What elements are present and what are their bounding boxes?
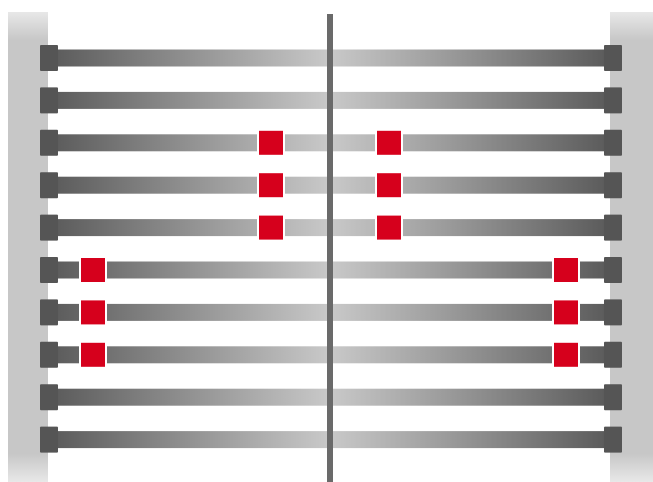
slat-bracket-left: [40, 172, 58, 198]
support-marker: [376, 172, 402, 198]
slat-left-half: [50, 177, 330, 194]
slat-right-half: [330, 92, 610, 109]
support-marker: [80, 299, 106, 325]
slat-bracket-right: [604, 87, 622, 113]
support-marker: [376, 130, 402, 156]
slat-right-half: [330, 219, 610, 236]
slat-bracket-left: [40, 384, 58, 410]
slat-left-half: [50, 431, 330, 448]
slat-bracket-right: [604, 427, 622, 453]
slat-bracket-left: [40, 299, 58, 325]
slat-bracket-right: [604, 215, 622, 241]
slat-bracket-left: [40, 45, 58, 71]
right-side-frame: [610, 12, 653, 482]
support-marker: [553, 257, 579, 283]
slat-right-half: [330, 177, 610, 194]
slat-bracket-right: [604, 342, 622, 368]
support-marker: [258, 172, 284, 198]
slat-bracket-left: [40, 215, 58, 241]
slat-bracket-right: [604, 172, 622, 198]
support-marker: [80, 257, 106, 283]
slat-bracket-right: [604, 45, 622, 71]
slat-right-half: [330, 431, 610, 448]
slat-bracket-right: [604, 299, 622, 325]
support-marker: [80, 342, 106, 368]
slat-bracket-left: [40, 87, 58, 113]
slat-bracket-left: [40, 342, 58, 368]
support-marker: [553, 299, 579, 325]
slat-bracket-left: [40, 130, 58, 156]
slat-bracket-right: [604, 130, 622, 156]
support-marker: [258, 130, 284, 156]
center-divider: [327, 14, 333, 482]
slat-bracket-left: [40, 427, 58, 453]
slat-bracket-right: [604, 257, 622, 283]
slat-left-half: [50, 92, 330, 109]
slat-left-half: [50, 50, 330, 67]
support-marker: [376, 215, 402, 241]
slat-bracket-right: [604, 384, 622, 410]
left-side-frame: [8, 12, 48, 482]
slat-right-half: [330, 134, 610, 151]
slat-right-half: [330, 389, 610, 406]
slat-right-half: [330, 50, 610, 67]
slat-bracket-left: [40, 257, 58, 283]
support-marker: [258, 215, 284, 241]
slat-left-half: [50, 219, 330, 236]
slat-left-half: [50, 389, 330, 406]
slat-left-half: [50, 134, 330, 151]
support-marker: [553, 342, 579, 368]
